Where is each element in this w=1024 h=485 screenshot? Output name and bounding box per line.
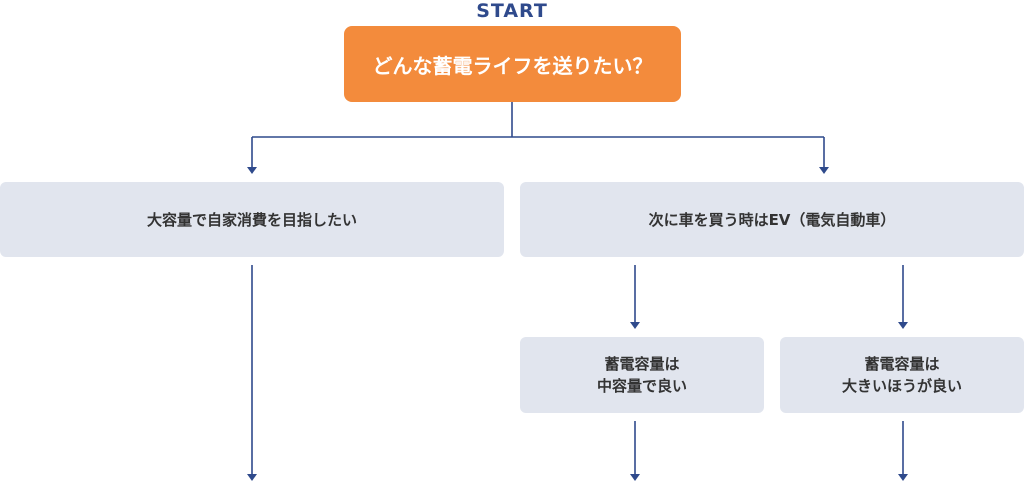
option-self-consumption-text: 大容量で自家消費を目指したい (146, 210, 357, 229)
option-ev-next: 次に車を買う時はEV（電気自動車） (520, 182, 1024, 257)
option-medium-capacity-line1: 蓄電容量は (604, 355, 680, 373)
option-medium-capacity: 蓄電容量は 中容量で良い (520, 337, 764, 413)
arrowhead-medium-bottom (630, 474, 640, 481)
option-self-consumption: 大容量で自家消費を目指したい (0, 182, 504, 257)
arrowhead-large-capacity (898, 322, 908, 329)
option-large-capacity-line1: 蓄電容量は (864, 355, 940, 373)
arrowhead-ev-next (819, 167, 829, 174)
question-text: どんな蓄電ライフを送りたい？ (372, 53, 653, 78)
question-box: どんな蓄電ライフを送りたい？ (344, 26, 681, 102)
arrowhead-self-consumption (247, 167, 257, 174)
start-label: START (476, 0, 548, 22)
option-ev-next-text: 次に車を買う時はEV（電気自動車） (648, 210, 896, 229)
arrowhead-medium-capacity (630, 322, 640, 329)
option-large-capacity: 蓄電容量は 大きいほうが良い (780, 337, 1024, 413)
arrowhead-self-consumption-bottom (247, 474, 257, 481)
option-large-capacity-line2: 大きいほうが良い (841, 377, 962, 395)
option-medium-capacity-line2: 中容量で良い (596, 377, 687, 395)
arrowhead-large-bottom (898, 474, 908, 481)
